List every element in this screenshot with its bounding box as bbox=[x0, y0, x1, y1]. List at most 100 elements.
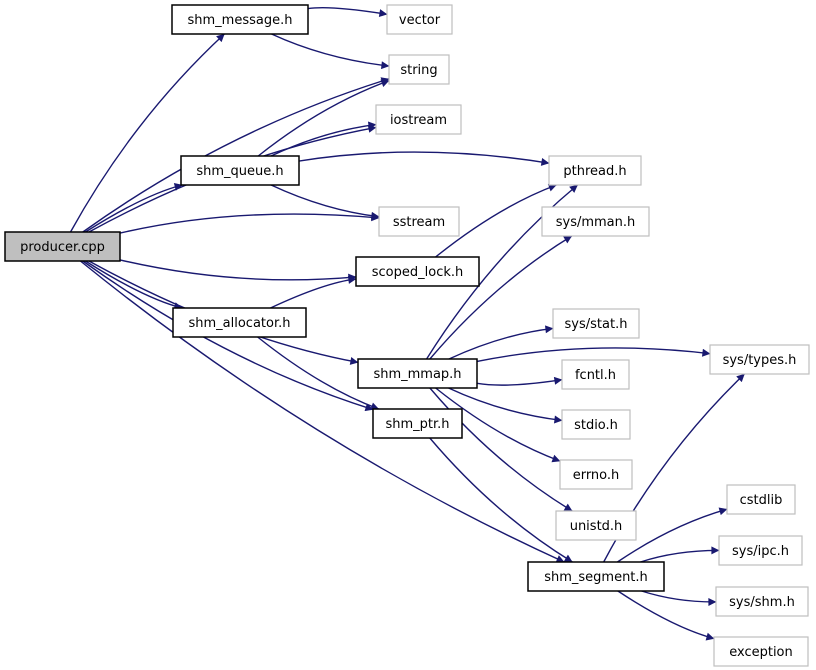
node-sys-mman-h: sys/mman.h bbox=[541, 206, 650, 237]
edge-shm-segment-h-to-sys-shm-h bbox=[641, 590, 717, 606]
edge-shm-queue-h-to-sstream bbox=[270, 184, 380, 220]
node-shm-allocator-h[interactable]: shm_allocator.h bbox=[172, 307, 307, 338]
node-box bbox=[561, 359, 630, 390]
node-box bbox=[386, 4, 453, 35]
edge-shm-mmap-h-to-fcntl-h bbox=[476, 376, 563, 386]
node-box bbox=[726, 484, 796, 515]
node-box bbox=[718, 535, 803, 566]
edge-producer-cpp-to-shm-message-h bbox=[69, 33, 225, 233]
edge-producer-cpp-to-sstream bbox=[119, 213, 380, 234]
node-label: sys/stat.h bbox=[565, 317, 628, 332]
node-shm-segment-h[interactable]: shm_segment.h bbox=[527, 561, 665, 592]
edge-scoped-lock-h-to-pthread-h bbox=[435, 183, 557, 258]
node-label: pthread.h bbox=[563, 164, 626, 179]
edge-producer-cpp-to-shm-queue-h bbox=[85, 182, 183, 233]
edge-shm-mmap-h-to-stdio-h bbox=[448, 387, 563, 424]
edge-producer-cpp-to-string bbox=[82, 77, 390, 233]
node-fcntl-h: fcntl.h bbox=[561, 359, 630, 390]
node-box bbox=[355, 256, 480, 287]
node-box bbox=[715, 586, 809, 617]
node-sys-stat-h: sys/stat.h bbox=[552, 308, 640, 339]
edge-producer-cpp-to-shm-segment-h bbox=[79, 260, 565, 563]
node-shm-mmap-h[interactable]: shm_mmap.h bbox=[357, 358, 478, 389]
edge-shm-segment-h-to-cstdlib bbox=[617, 507, 728, 563]
node-label: shm_segment.h bbox=[544, 570, 648, 585]
edge-shm-mmap-h-to-sys-types-h bbox=[476, 347, 711, 363]
node-producer-cpp[interactable]: producer.cpp bbox=[4, 231, 121, 262]
node-box bbox=[552, 308, 640, 339]
node-box bbox=[561, 409, 631, 440]
node-label: vector bbox=[399, 13, 441, 28]
edge-producer-cpp-to-shm-ptr-h bbox=[82, 260, 374, 412]
edge-producer-cpp-to-scoped-lock-h bbox=[119, 259, 357, 282]
node-box bbox=[4, 231, 121, 262]
node-exception: exception bbox=[713, 636, 809, 667]
node-sys-ipc-h: sys/ipc.h bbox=[718, 535, 803, 566]
node-label: shm_queue.h bbox=[196, 164, 283, 179]
node-scoped-lock-h[interactable]: scoped_lock.h bbox=[355, 256, 480, 287]
edge-shm-message-h-to-string bbox=[271, 33, 390, 70]
node-label: sys/ipc.h bbox=[732, 544, 789, 559]
node-box bbox=[541, 206, 650, 237]
edge-shm-segment-h-to-exception bbox=[617, 590, 715, 641]
node-label: shm_mmap.h bbox=[373, 367, 461, 382]
node-box bbox=[559, 459, 633, 490]
node-label: sys/shm.h bbox=[729, 595, 795, 610]
node-sstream: sstream bbox=[378, 206, 460, 237]
edge-shm-mmap-h-to-errno-h bbox=[435, 387, 561, 463]
node-label: string bbox=[400, 63, 437, 78]
edge-shm-ptr-h-to-shm-segment-h bbox=[429, 437, 573, 563]
node-unistd-h: unistd.h bbox=[555, 510, 637, 541]
node-label: shm_ptr.h bbox=[385, 417, 449, 432]
node-iostream: iostream bbox=[375, 104, 462, 135]
node-label: unistd.h bbox=[570, 519, 623, 534]
edge-shm-queue-h-to-iostream bbox=[270, 121, 377, 157]
node-label: errno.h bbox=[573, 468, 620, 483]
node-string: string bbox=[388, 54, 450, 85]
node-box bbox=[372, 408, 463, 439]
edge-shm-allocator-h-to-scoped-lock-h bbox=[270, 275, 357, 309]
edge-shm-mmap-h-to-sys-mman-h bbox=[429, 235, 573, 360]
edge-shm-mmap-h-to-sys-stat-h bbox=[448, 325, 554, 360]
node-box bbox=[172, 307, 307, 338]
node-shm-message-h[interactable]: shm_message.h bbox=[171, 4, 309, 35]
node-label: producer.cpp bbox=[20, 240, 105, 255]
node-label: iostream bbox=[390, 113, 447, 128]
node-box bbox=[171, 4, 309, 35]
node-label: exception bbox=[729, 645, 793, 660]
edge-shm-mmap-h-to-pthread-h bbox=[425, 184, 579, 360]
edge-shm-segment-h-to-sys-ipc-h bbox=[640, 546, 720, 563]
edges bbox=[69, 6, 745, 641]
node-box bbox=[388, 54, 450, 85]
node-label: sstream bbox=[393, 215, 445, 230]
edge-shm-message-h-to-vector bbox=[307, 6, 388, 18]
node-box bbox=[378, 206, 460, 237]
edge-shm-mmap-h-to-unistd-h bbox=[429, 387, 573, 512]
node-label: fcntl.h bbox=[575, 368, 616, 383]
node-box bbox=[709, 344, 810, 375]
node-pthread-h: pthread.h bbox=[548, 155, 642, 186]
node-label: stdio.h bbox=[574, 418, 618, 433]
node-box bbox=[357, 358, 478, 389]
node-label: shm_allocator.h bbox=[188, 316, 290, 331]
edge-shm-queue-h-to-pthread-h bbox=[298, 151, 550, 166]
node-shm-queue-h[interactable]: shm_queue.h bbox=[180, 155, 300, 186]
node-box bbox=[527, 561, 665, 592]
node-box bbox=[375, 104, 462, 135]
edge-shm-allocator-h-to-shm-ptr-h bbox=[257, 336, 380, 411]
node-shm-ptr-h[interactable]: shm_ptr.h bbox=[372, 408, 463, 439]
node-sys-shm-h: sys/shm.h bbox=[715, 586, 809, 617]
node-box bbox=[555, 510, 637, 541]
edge-producer-cpp-to-shm-allocator-h bbox=[85, 260, 183, 311]
node-box bbox=[180, 155, 300, 186]
nodes: producer.cpp shm_message.h vector string ios… bbox=[4, 4, 810, 667]
node-label: sys/types.h bbox=[723, 353, 797, 368]
edge-shm-queue-h-to-string bbox=[257, 79, 390, 157]
node-label: shm_message.h bbox=[188, 13, 293, 28]
node-label: sys/mman.h bbox=[556, 215, 636, 230]
node-label: scoped_lock.h bbox=[372, 265, 464, 280]
node-cstdlib: cstdlib bbox=[726, 484, 796, 515]
node-errno-h: errno.h bbox=[559, 459, 633, 490]
node-vector: vector bbox=[386, 4, 453, 35]
